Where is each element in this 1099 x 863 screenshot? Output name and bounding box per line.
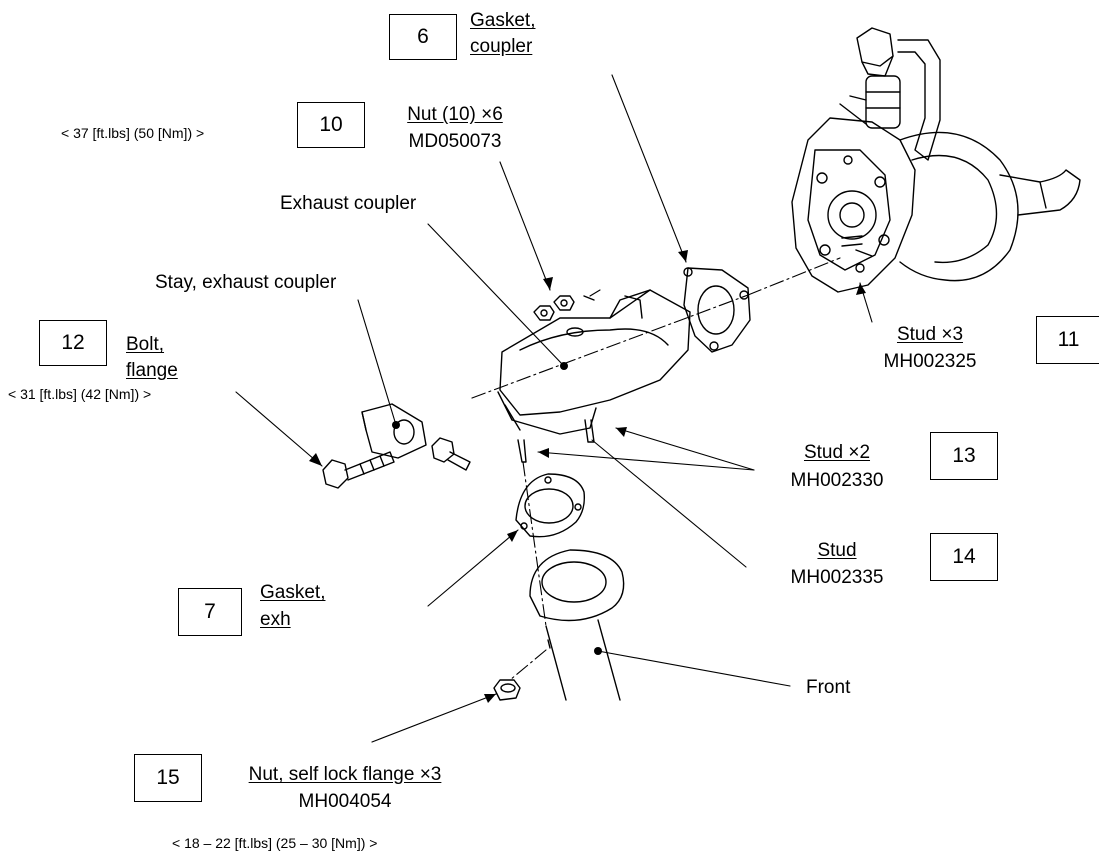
stud-x3-part-number: MH002325 [883, 351, 977, 372]
callout-number-15: 15 [156, 766, 180, 789]
callout-number-13: 13 [952, 444, 976, 467]
flange-bolts-illustration [322, 437, 471, 489]
callout-box-15: 15 [134, 754, 202, 802]
callout-box-13: 13 [930, 432, 998, 480]
flange-bolt-torque-spec: < 31 [ft.lbs] (42 [Nm]) > [8, 386, 152, 402]
exhaust-gasket-illustration [515, 473, 625, 622]
coupler-stay-label: Stay, exhaust coupler [155, 272, 337, 293]
gasket-exh-label-line2: exh [260, 609, 291, 630]
stud-x2-part-number: MH002330 [790, 470, 884, 491]
stud-x3-label: Stud ×3 [896, 324, 964, 345]
front-pipe-illustration [545, 619, 621, 701]
nut-part-number: MD050073 [408, 131, 502, 152]
front-label: Front [806, 677, 851, 698]
callout-number-6: 6 [417, 25, 429, 48]
callout-box-10: 10 [297, 102, 365, 148]
coupler-stay-illustration [361, 403, 427, 459]
flange-bolt-label-line1: Bolt, [126, 334, 165, 355]
nut-torque-spec: < 37 [ft.lbs] (50 [Nm]) > [61, 125, 205, 141]
exhaust-coupler-illustration [497, 289, 691, 435]
self-lock-nut-part-number: MH004054 [298, 791, 392, 812]
callout-box-7: 7 [178, 588, 242, 636]
callout-number-7: 7 [204, 600, 216, 623]
callout-box-14: 14 [930, 533, 998, 581]
coupler-gasket-illustration [683, 267, 751, 353]
callout-number-14: 14 [952, 545, 976, 568]
gasket-coupler-label-line2: coupler [470, 36, 533, 57]
callout-number-12: 12 [61, 331, 85, 354]
flange-bolt-label-line2: flange [126, 360, 178, 381]
gasket-coupler-label-line1: Gasket, [470, 10, 536, 31]
gasket-exh-label-line1: Gasket, [260, 582, 326, 603]
nut-label: Nut (10) ×6 [407, 104, 503, 125]
callout-box-12: 12 [39, 320, 107, 366]
exhaust-coupler-label: Exhaust coupler [280, 193, 417, 214]
self-lock-nut-illustration [493, 679, 521, 701]
stud-label: Stud [817, 540, 857, 561]
self-lock-nut-label: Nut, self lock flange ×3 [248, 764, 442, 785]
callout-box-6: 6 [389, 14, 457, 60]
callout-number-10: 10 [319, 113, 343, 136]
coupler-studs-illustration [517, 419, 595, 463]
stud-x2-label: Stud ×2 [803, 442, 871, 463]
callout-box-11: 11 [1036, 316, 1099, 364]
self-lock-nut-torque-spec: < 18 – 22 [ft.lbs] (25 – 30 [Nm]) > [172, 835, 378, 851]
turbocharger-illustration [791, 27, 1081, 293]
stud-part-number: MH002335 [790, 567, 884, 588]
callout-number-11: 11 [1057, 328, 1080, 351]
